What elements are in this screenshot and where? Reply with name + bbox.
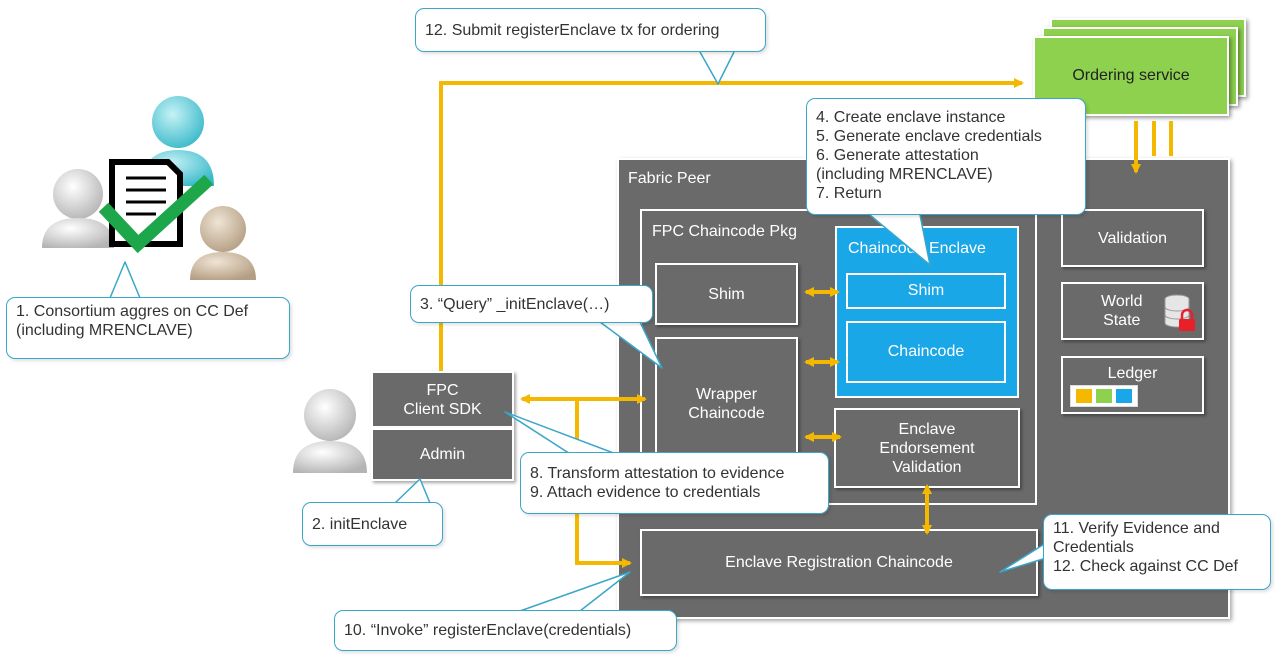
callout-submit-register-enclave: 12. Submit registerEnclave tx for orderi… xyxy=(415,8,766,52)
ledger-label: Ledger xyxy=(1107,365,1158,382)
callout-init-enclave: 2. initEnclave xyxy=(302,502,443,546)
consortium-users-with-approved-document-icon xyxy=(42,96,256,280)
ledger-blocks-icon xyxy=(1070,385,1138,407)
enclave-endorsement-validation-box: Enclave Endorsement Validation xyxy=(834,408,1020,488)
enclave-registration-chaincode-box: Enclave Registration Chaincode xyxy=(640,529,1038,596)
callout-transform-attestation: 8. Transform attestation to evidence 9. … xyxy=(520,452,829,514)
fpc-client-sdk-box: FPC Client SDK xyxy=(371,371,514,428)
admin-box: Admin xyxy=(371,428,514,481)
callout-verify-evidence: 11. Verify Evidence and Credentials 12. … xyxy=(1043,514,1271,590)
validation-box: Validation xyxy=(1061,209,1204,267)
callout-create-enclave-steps: 4. Create enclave instance 5. Generate e… xyxy=(806,98,1086,215)
fabric-peer-label: Fabric Peer xyxy=(628,170,711,187)
fpc-chaincode-pkg-label: FPC Chaincode Pkg xyxy=(652,223,797,240)
database-lock-icon xyxy=(1164,294,1195,331)
enclave-chaincode-box: Chaincode xyxy=(846,321,1006,383)
world-state-label: World State xyxy=(1101,293,1143,329)
callout-query-init-enclave: 3. “Query” _initEnclave(…) xyxy=(410,285,653,323)
shim-box: Shim xyxy=(655,263,798,325)
callout-consortium-agrees: 1. Consortium aggres on CC Def (includin… xyxy=(6,297,290,359)
callout-invoke-register-enclave: 10. “Invoke” registerEnclave(credentials… xyxy=(334,610,677,651)
wrapper-chaincode-box: Wrapper Chaincode xyxy=(655,337,798,471)
enclave-shim-box: Shim xyxy=(846,273,1006,309)
admin-user-icon xyxy=(293,389,367,473)
